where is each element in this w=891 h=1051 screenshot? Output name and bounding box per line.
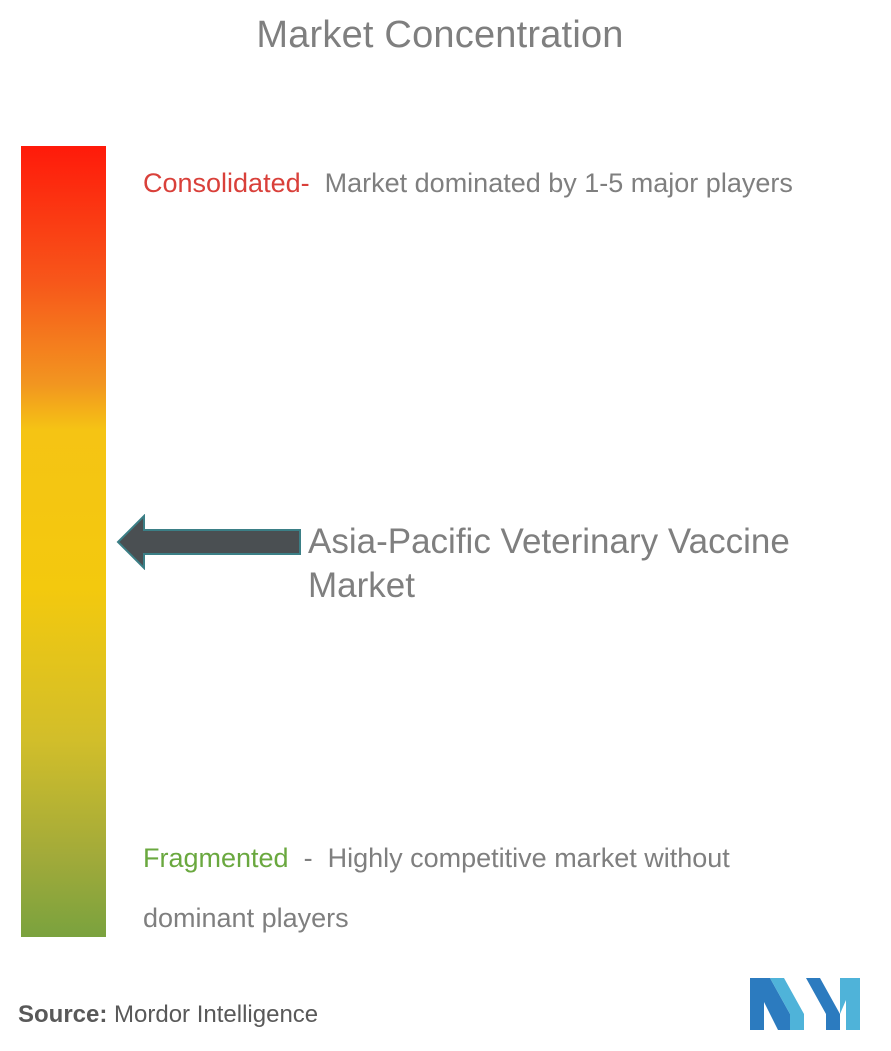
mordor-intelligence-logo-icon <box>750 978 860 1030</box>
source-value: Mordor Intelligence <box>114 1001 319 1028</box>
source-line: Source: Mordor Intelligence <box>18 1001 318 1029</box>
consolidated-description: Consolidated- Market dominated by 1-5 ma… <box>143 153 843 213</box>
consolidated-separator: - <box>300 168 310 198</box>
market-position-arrow-icon <box>116 514 301 570</box>
fragmented-label: Fragmented <box>143 843 289 873</box>
consolidated-description-text: Market dominated by 1-5 major players <box>324 168 793 198</box>
concentration-gradient-bar <box>21 146 106 937</box>
source-label: Source: <box>18 1001 108 1028</box>
chart-title: Market Concentration <box>256 14 624 56</box>
consolidated-label: Consolidated <box>143 168 301 198</box>
fragmented-description: Fragmented - Highly competitive market w… <box>143 828 843 948</box>
fragmented-description-text: Highly competitive market without domina… <box>143 843 730 933</box>
fragmented-separator: - <box>303 843 313 873</box>
market-position-label: Asia-Pacific Veterinary Vaccine Market <box>308 522 790 605</box>
